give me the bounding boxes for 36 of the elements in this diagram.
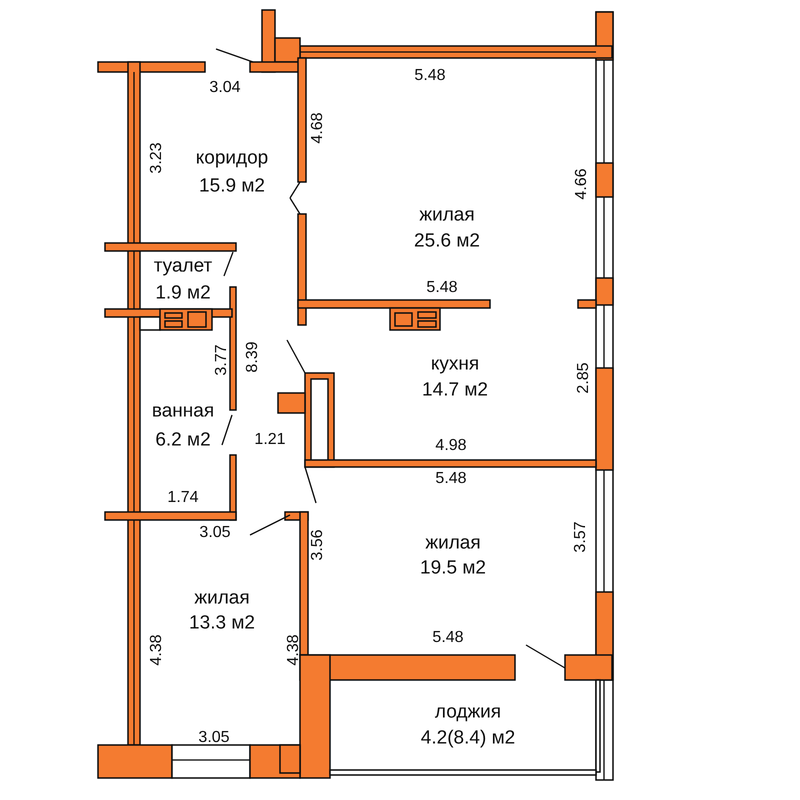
dimension-label: 1.21 <box>254 432 286 448</box>
dimension-label: 4.38 <box>286 634 302 666</box>
dimension-label: 1.74 <box>167 490 199 506</box>
dimension-label: 4.68 <box>310 112 326 144</box>
dimension-label: 3.05 <box>198 730 230 746</box>
dimension-label: 4.38 <box>149 634 165 666</box>
room-label: лоджия <box>434 702 502 722</box>
room-label: 6.2 м2 <box>155 430 211 450</box>
room-label: туалет <box>154 256 212 276</box>
room-label: жилая <box>194 588 250 608</box>
dimension-label: 4.66 <box>574 168 590 200</box>
room-label: коридор <box>196 148 268 168</box>
dimension-label: 3.57 <box>573 521 589 553</box>
room-label: жилая <box>425 534 481 552</box>
room-label: 25.6 м2 <box>414 232 480 250</box>
room-label: 19.5 м2 <box>420 558 486 578</box>
dimension-label: 3.05 <box>199 525 231 541</box>
dimension-label: 5.48 <box>414 68 446 84</box>
dimension-label: 5.48 <box>426 280 458 296</box>
room-label: 14.7 м2 <box>422 380 488 400</box>
dimension-label: 5.48 <box>432 630 464 646</box>
room-label: кухня <box>430 354 480 374</box>
dimension-label: 2.85 <box>576 362 592 394</box>
dimension-label: 8.39 <box>245 341 261 373</box>
room-label: ванная <box>152 402 214 420</box>
room-label: жилая <box>419 206 475 224</box>
room-label: 15.9 м2 <box>199 176 265 196</box>
dimension-label: 5.48 <box>435 471 467 487</box>
dimension-label: 3.04 <box>209 80 241 96</box>
dimension-label: 3.77 <box>214 344 230 376</box>
room-label: 4.2(8.4) м2 <box>420 728 516 748</box>
room-label: 1.9 м2 <box>155 284 211 302</box>
room-label: 13.3 м2 <box>189 614 255 632</box>
dimension-label: 3.56 <box>310 529 326 561</box>
dimension-label: 4.98 <box>435 438 467 454</box>
dimension-label: 3.23 <box>149 142 165 174</box>
